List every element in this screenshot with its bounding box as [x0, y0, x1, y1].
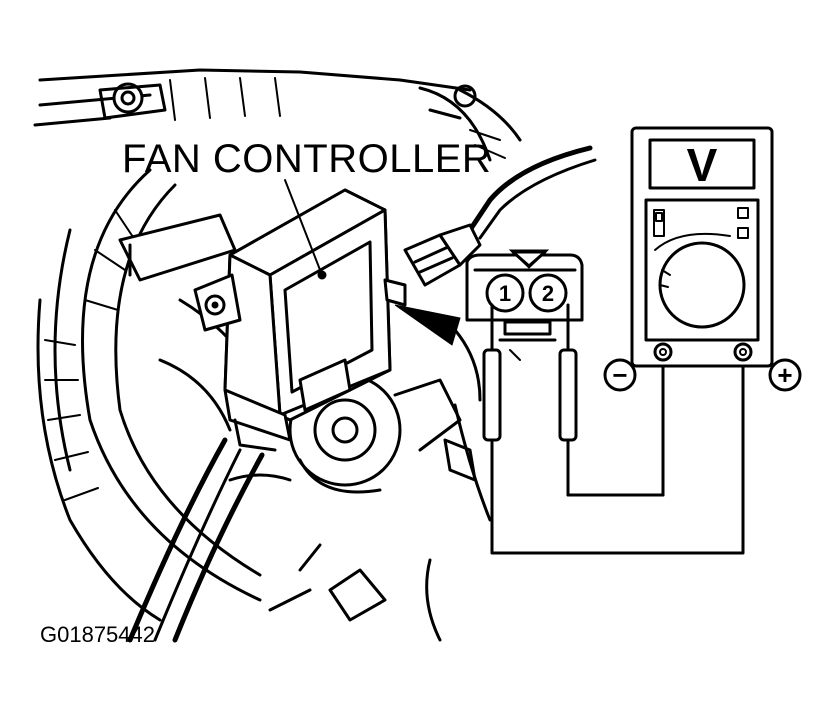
meter-display: [648, 138, 756, 190]
meter-dial[interactable]: [658, 241, 746, 329]
connector-pointer-arrow: [394, 304, 461, 346]
label-leader-line: [284, 179, 323, 276]
positive-probe: [558, 303, 578, 442]
connector-pin-2: 2: [528, 273, 568, 313]
negative-jack[interactable]: [653, 342, 673, 362]
component-label: FAN CONTROLLER: [122, 137, 491, 181]
pin-2-label: 2: [542, 281, 554, 306]
engine-background-artwork: [33, 68, 522, 643]
connector-pin-1: 1: [485, 273, 525, 313]
fan-controller-module: [193, 188, 407, 452]
test-leads: [490, 350, 745, 555]
harness-wire: [403, 145, 597, 287]
connector: 1 2: [465, 249, 584, 342]
figure-id: G01875442: [40, 622, 155, 647]
negative-sign: −: [612, 360, 627, 390]
positive-sign: +: [777, 360, 792, 390]
multimeter: V: [630, 126, 774, 368]
positive-jack[interactable]: [733, 342, 753, 362]
negative-probe: [482, 303, 502, 442]
negative-terminal-marker: −: [603, 358, 637, 392]
meter-mode-symbol: V: [687, 139, 718, 191]
pin-1-label: 1: [499, 281, 511, 306]
positive-terminal-marker: +: [768, 358, 802, 392]
